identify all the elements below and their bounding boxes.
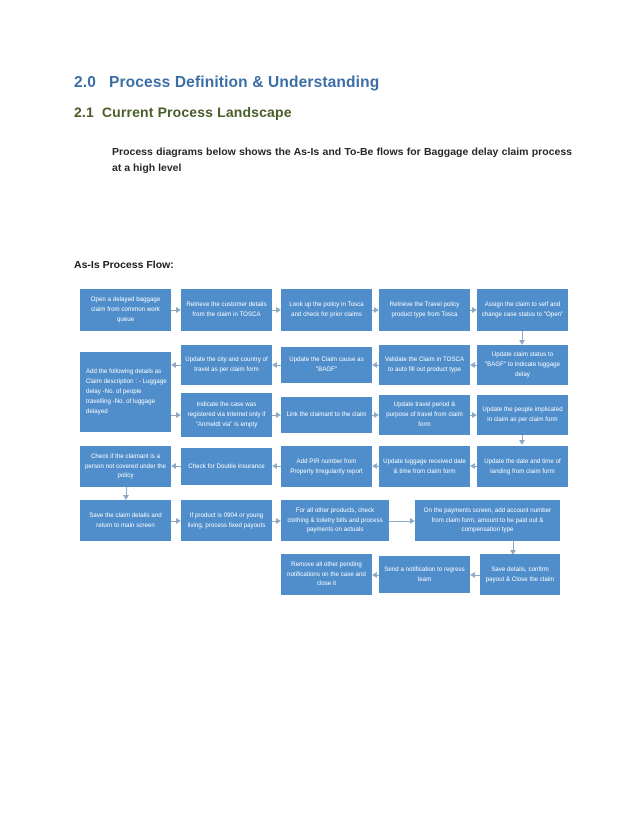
connector-n20-n21: [171, 521, 176, 522]
connector-n9-n10: [176, 365, 181, 366]
arrowhead-n1-n2: [176, 307, 181, 313]
arrowhead-n11-n12: [276, 412, 281, 418]
flow-node-n20[interactable]: Save the claim details and return to mai…: [80, 500, 171, 541]
connector-n24-n25: [475, 575, 480, 576]
flow-node-n12[interactable]: Link the claimant to the claim: [281, 397, 372, 433]
flow-node-n13[interactable]: Update travel period & purpose of travel…: [379, 395, 470, 435]
arrowhead-n8-n9: [272, 362, 277, 368]
arrowhead-n12-n13: [374, 412, 379, 418]
arrowhead-n5-n6: [519, 340, 525, 345]
flow-node-n4[interactable]: Retrieve the Travel policy product type …: [379, 289, 470, 331]
flow-node-n14[interactable]: Update the people implicated in claim as…: [477, 395, 568, 435]
arrowhead-n10-n11: [176, 412, 181, 418]
flow-node-n5[interactable]: Assign the claim to self and change case…: [477, 289, 568, 331]
heading-2-0-number: 2.0: [74, 74, 96, 91]
flow-node-n17[interactable]: Add PIR number from Property Irregularit…: [281, 446, 372, 487]
connector-n17-n18: [277, 466, 281, 467]
flow-node-n21[interactable]: If product is 0904 or young living, proc…: [181, 500, 272, 541]
flow-node-n19[interactable]: Check if the claimant is a person not co…: [80, 446, 171, 487]
arrowhead-n22-n23: [410, 518, 415, 524]
connector-n14-n15: [522, 435, 523, 440]
flow-node-n24[interactable]: Save details, confirm payout & Close the…: [480, 554, 560, 595]
connector-n23-n24: [513, 541, 514, 550]
connector-n5-n6: [522, 331, 523, 340]
arrowhead-n4-n5: [472, 307, 477, 313]
arrowhead-n15-n16: [470, 463, 475, 469]
connector-n18-n19: [176, 466, 181, 467]
flow-node-n23[interactable]: On the payments screen, add account numb…: [415, 500, 560, 541]
connector-n10-n11: [171, 415, 176, 416]
arrowhead-n18-n19: [171, 463, 176, 469]
heading-section-2-0: 2.0 Process Definition & Understanding: [74, 74, 379, 92]
heading-2-1-title: Current Process Landscape: [101, 104, 292, 120]
heading-2-0-title: Process Definition & Understanding: [109, 74, 380, 91]
arrowhead-n19-n20: [123, 495, 129, 500]
flow-node-n6[interactable]: Update claim status to "BAGF" to indicat…: [477, 345, 568, 385]
connector-n22-n23: [389, 521, 410, 522]
arrowhead-n17-n18: [272, 463, 277, 469]
connector-n16-n17: [377, 466, 379, 467]
flow-node-n10[interactable]: Add the following details as Claim descr…: [80, 352, 171, 432]
flow-node-n11[interactable]: Indicate the case was registered via int…: [181, 393, 272, 437]
connector-n1-n2: [171, 310, 176, 311]
flow-node-n1[interactable]: Open a delayed baggage claim from common…: [80, 289, 171, 331]
connector-n13-n14: [470, 415, 472, 416]
flow-node-n15[interactable]: Update the date and time of landing from…: [477, 446, 568, 487]
connector-n2-n3: [272, 310, 276, 311]
connector-n6-n7: [475, 365, 477, 366]
connector-n19-n20: [126, 487, 127, 495]
flow-node-n25[interactable]: Send a notification to regress team: [379, 556, 470, 593]
flow-node-n18[interactable]: Check for Double insurance: [181, 448, 272, 485]
arrowhead-n3-n4: [374, 307, 379, 313]
arrowhead-n23-n24: [510, 550, 516, 555]
arrowhead-n24-n25: [470, 572, 475, 578]
connector-n15-n16: [475, 466, 477, 467]
connector-n11-n12: [272, 415, 276, 416]
intro-paragraph: Process diagrams below shows the As-Is a…: [112, 146, 572, 175]
arrowhead-n16-n17: [372, 463, 377, 469]
flow-node-n26[interactable]: Remove all other pending notifications o…: [281, 554, 372, 595]
flow-title: As-Is Process Flow:: [74, 259, 174, 271]
flow-node-n16[interactable]: Update luggage received date & time from…: [379, 446, 470, 487]
connector-n12-n13: [372, 415, 374, 416]
connector-n7-n8: [377, 365, 379, 366]
connector-n8-n9: [277, 365, 281, 366]
arrowhead-n20-n21: [176, 518, 181, 524]
heading-2-1-number: 2.1: [74, 104, 94, 120]
flow-node-n8[interactable]: Update the Claim cause as "BAGF": [281, 347, 372, 383]
arrowhead-n14-n15: [519, 440, 525, 445]
arrowhead-n6-n7: [470, 362, 475, 368]
connector-n4-n5: [470, 310, 472, 311]
arrowhead-n7-n8: [372, 362, 377, 368]
heading-section-2-1: 2.1 Current Process Landscape: [74, 104, 292, 120]
arrowhead-n21-n22: [276, 518, 281, 524]
flow-node-n3[interactable]: Look up the policy in Tosca and check fo…: [281, 289, 372, 331]
connector-n25-n26: [377, 575, 379, 576]
flow-node-n2[interactable]: Retrieve the customer details from the c…: [181, 289, 272, 331]
connector-n21-n22: [272, 521, 276, 522]
connector-n3-n4: [372, 310, 374, 311]
flow-node-n22[interactable]: For all other products, check clothing &…: [281, 500, 389, 541]
arrowhead-n9-n10: [171, 362, 176, 368]
arrowhead-n2-n3: [276, 307, 281, 313]
flow-node-n9[interactable]: Update the city and country of travel as…: [181, 345, 272, 385]
arrowhead-n25-n26: [372, 572, 377, 578]
flow-node-n7[interactable]: Validate the Claim in TOSCA to auto fill…: [379, 345, 470, 385]
arrowhead-n13-n14: [472, 412, 477, 418]
